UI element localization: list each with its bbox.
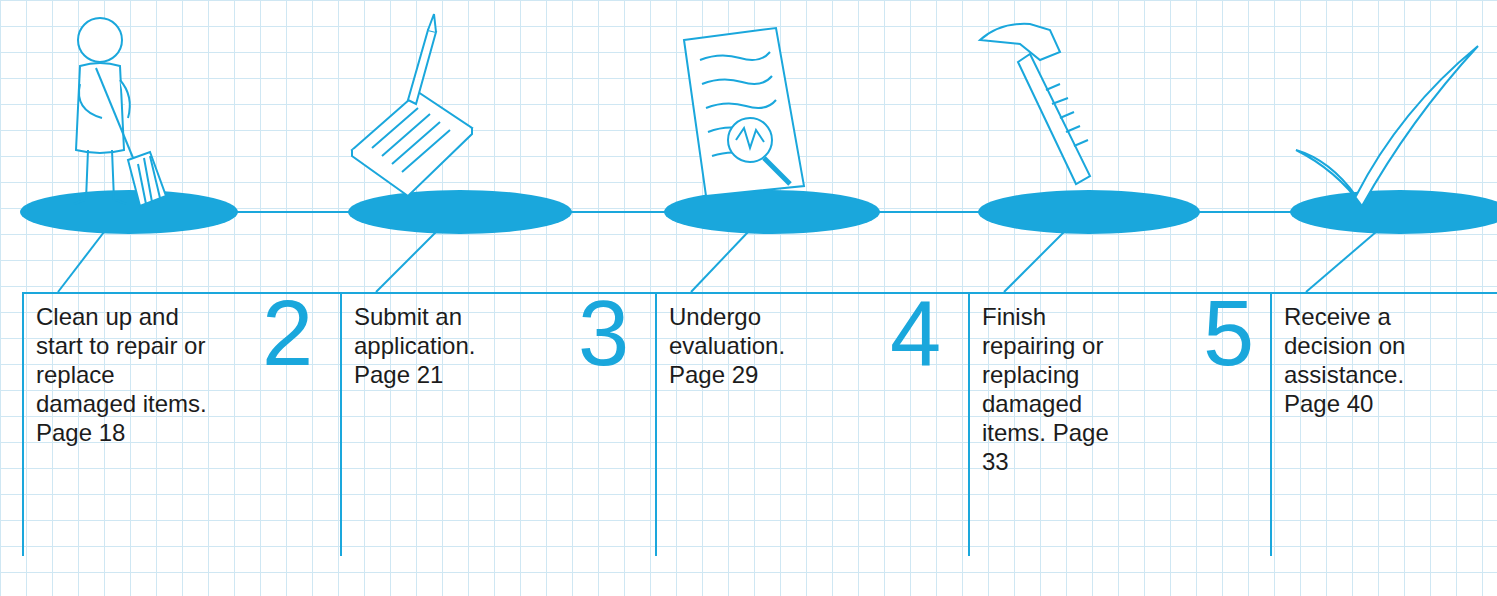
step-number: 2 [262, 287, 313, 379]
leader-line [1306, 232, 1376, 292]
step-number: 5 [1203, 287, 1254, 379]
hammer-icon [980, 24, 1090, 184]
step-ellipse [664, 190, 880, 234]
step-number: 4 [890, 287, 941, 379]
broom-person-icon [74, 18, 166, 206]
step-text: Undergo evaluation. Page 29 [669, 302, 829, 389]
step-ellipse [20, 190, 238, 234]
document-magnifier-icon [684, 28, 804, 196]
step-panel: Receive a decision on assistance. Page 4… [1270, 292, 1497, 556]
leader-line [376, 232, 436, 292]
step-text: Receive a decision on assistance. Page 4… [1284, 302, 1434, 418]
notepad-icon [352, 14, 472, 196]
leader-line [1004, 232, 1064, 292]
step-text: Submit an application. Page 21 [354, 302, 514, 389]
leader-line [691, 232, 748, 292]
step-number: 3 [578, 287, 629, 379]
step-text: Clean up and start to repair or replace … [36, 302, 218, 447]
step-ellipse [348, 190, 572, 234]
leader-line [58, 232, 104, 292]
step-text: Finish repairing or replacing damaged it… [982, 302, 1134, 476]
step-ellipse [1290, 190, 1497, 234]
step-ellipse [978, 190, 1200, 234]
checkmark-icon [1296, 46, 1478, 206]
